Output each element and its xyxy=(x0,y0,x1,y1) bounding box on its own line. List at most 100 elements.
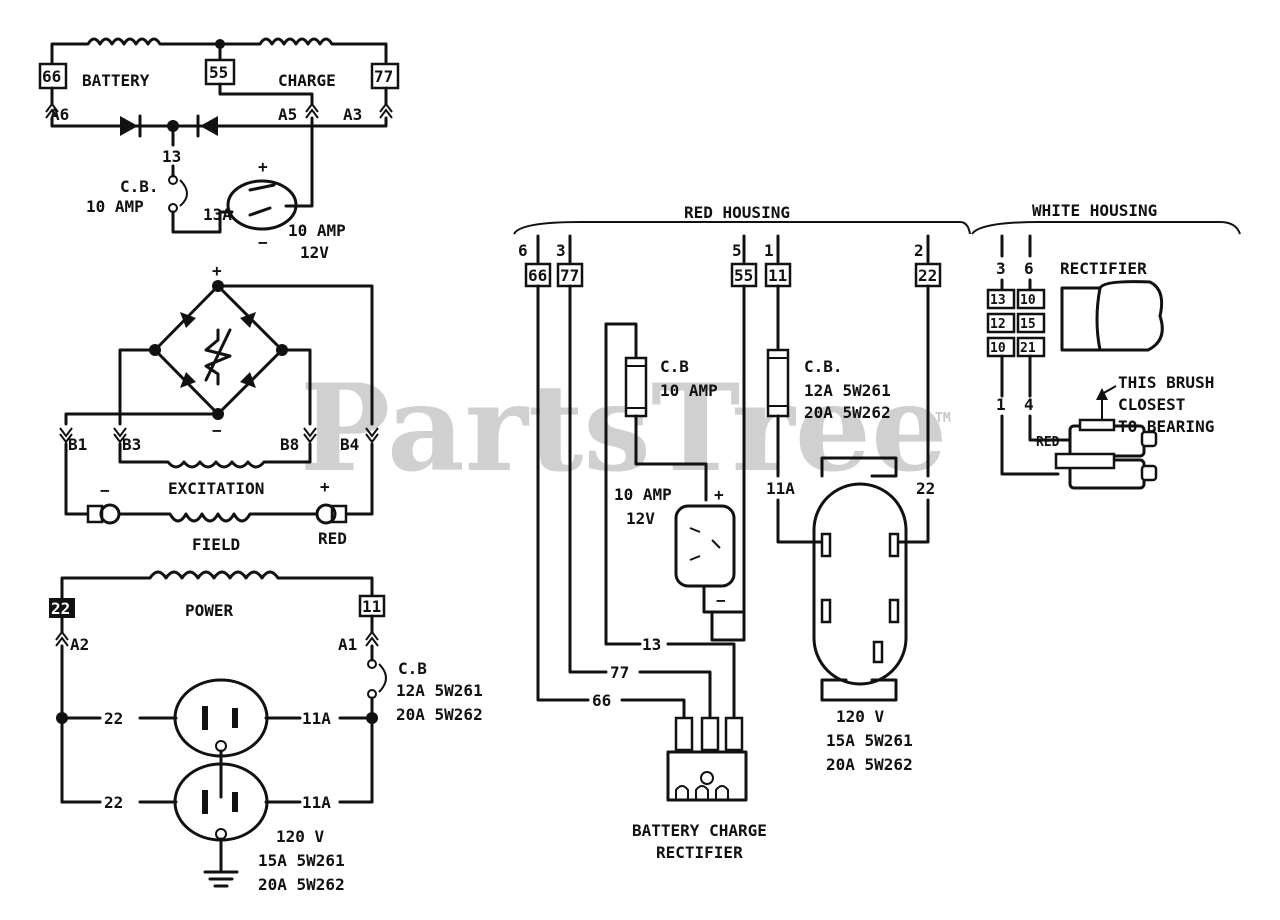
white-rectifier-edge xyxy=(1060,286,1102,352)
brush-minus-label: − xyxy=(100,481,110,500)
lead-b4-label: B4 xyxy=(340,435,359,454)
white-housing-bracket xyxy=(971,221,1241,235)
receptacle-red-slot-2 xyxy=(888,532,900,558)
watermark-tm: TM xyxy=(935,411,951,426)
white-housing-title: WHITE HOUSING xyxy=(1032,201,1157,220)
lead-b3-label: B3 xyxy=(122,435,141,454)
receptacle-lower-slot-left xyxy=(202,790,208,814)
brush-note-arrow xyxy=(1096,388,1108,400)
brush-holder-screw-1 xyxy=(1140,430,1158,448)
connector-b4 xyxy=(365,427,379,444)
cb-dc-red-rating: 10 AMP xyxy=(660,381,718,400)
wire-11a-label-lower: 11A xyxy=(302,793,331,812)
wire-bridge-b1 xyxy=(64,412,220,426)
battery-charge-panel: 66 55 77 BATTERY CHARGE A6 A5 A3 13 C.B. xyxy=(38,37,400,262)
cb-label: C.B. xyxy=(120,177,159,196)
rectifier-pin-2 xyxy=(700,716,720,752)
field-label: FIELD xyxy=(192,535,240,554)
brush-note-3: TO BEARING xyxy=(1118,417,1214,436)
wire-66-red xyxy=(536,284,686,722)
cb-ac-red-rating-1: 12A 5W261 xyxy=(804,381,891,400)
diode-rail xyxy=(50,116,388,128)
dc-outlet-minus: − xyxy=(258,233,268,252)
bridge-diode-4 xyxy=(240,372,256,388)
bridge-rectifier xyxy=(153,284,284,416)
cb-ac-arc xyxy=(378,663,387,693)
white-red-label: RED xyxy=(1036,435,1060,450)
wire-13-label: 13 xyxy=(162,147,181,166)
white-wire-1 xyxy=(1000,354,1060,476)
excitation-panel: + − B1 B3 B8 B4 EXCITATION xyxy=(59,261,379,554)
dc-outlet-red-plus: + xyxy=(714,485,724,504)
wire-13a xyxy=(171,210,234,234)
receptacle-red xyxy=(812,482,908,686)
wire-b1-brush xyxy=(64,442,90,516)
terminal-11-power-label: 11 xyxy=(362,597,381,616)
dc-outlet-red-minus: − xyxy=(716,591,726,610)
white-wire-4 xyxy=(1028,354,1072,442)
brush-negative xyxy=(99,503,121,525)
white-terminal-1-label: 13 xyxy=(990,293,1006,308)
dc-outlet-rating: 10 AMP xyxy=(288,221,346,240)
terminal-77-label: 77 xyxy=(374,67,393,86)
receptacle-upper xyxy=(173,678,269,758)
rectifier-mount-hole xyxy=(700,771,714,785)
brush-note-1: THIS BRUSH xyxy=(1118,373,1214,392)
wire-dc-outlet-return xyxy=(702,584,746,614)
receptacle-red-rating-1: 15A 5W261 xyxy=(826,731,913,750)
brush-plus-label: + xyxy=(320,477,330,496)
dc-outlet-slots xyxy=(248,183,276,217)
white-terminal-2-label: 12 xyxy=(990,317,1006,332)
white-housing: WHITE HOUSING 3 6 13 12 10 10 15 21 RECT… xyxy=(971,201,1241,490)
wire-13a-label: 13A xyxy=(203,205,232,224)
receptacle-red-ground xyxy=(872,640,884,664)
terminal-22-red-label: 22 xyxy=(918,266,937,285)
cb-ac-rating-1: 12A 5W261 xyxy=(396,681,483,700)
bridge-minus: − xyxy=(212,421,222,440)
lead-a1-label: A1 xyxy=(338,635,357,654)
receptacle-rating-1: 15A 5W261 xyxy=(258,851,345,870)
excitation-label: EXCITATION xyxy=(168,479,264,498)
wire-66-red-label: 66 xyxy=(592,691,611,710)
white-terminal-5-label: 15 xyxy=(1020,317,1036,332)
receptacle-lower-slot-right xyxy=(232,792,238,812)
white-pin-1: 1 xyxy=(996,395,1006,414)
white-rectifier-label: RECTIFIER xyxy=(1060,259,1147,278)
white-terminal-2 xyxy=(986,312,1016,334)
cb-ac-red-label: C.B. xyxy=(804,357,843,376)
wire-22-red-label: 22 xyxy=(916,479,935,498)
receptacle-rating-2: 20A 5W262 xyxy=(258,875,345,894)
terminal-22-power xyxy=(49,598,75,618)
lead-a5-label: A5 xyxy=(278,105,297,124)
white-pin-leads-lower xyxy=(1000,278,1032,292)
brush-note-leader xyxy=(1101,385,1117,420)
bridge-diode-2 xyxy=(240,312,256,328)
white-terminal-5 xyxy=(1016,312,1046,334)
varistor-icon xyxy=(204,328,232,386)
connector-a5 xyxy=(305,102,319,119)
terminal-55-label: 55 xyxy=(209,63,228,82)
lead-a6-label: A6 xyxy=(50,105,69,124)
bridge-diode-3 xyxy=(180,372,196,388)
wire-55-a5 xyxy=(218,82,314,106)
lead-b8-label: B8 xyxy=(280,435,299,454)
wire-22-bus xyxy=(60,644,102,804)
power-winding xyxy=(60,570,374,600)
cb-ac-red-rating-2: 20A 5W262 xyxy=(804,403,891,422)
wire-13-red-label: 13 xyxy=(642,635,661,654)
dc-outlet-12v xyxy=(226,179,298,231)
diode-right xyxy=(200,116,218,136)
wire-11a-bus xyxy=(338,696,374,804)
rectifier-label-1: BATTERY CHARGE xyxy=(632,821,767,840)
connector-a6 xyxy=(45,102,59,119)
brush-holder-screw-2 xyxy=(1140,464,1158,482)
connector-a2 xyxy=(55,630,69,647)
receptacle-red-top-strap xyxy=(820,456,898,478)
white-terminal-6-label: 21 xyxy=(1020,341,1036,356)
wire-bridge-b4 xyxy=(216,284,374,426)
bridge-plus: + xyxy=(212,261,222,280)
dc-outlet-red-volts: 12V xyxy=(626,509,655,528)
watermark: PartsTree xyxy=(300,358,947,499)
center-tap-node xyxy=(215,39,225,49)
